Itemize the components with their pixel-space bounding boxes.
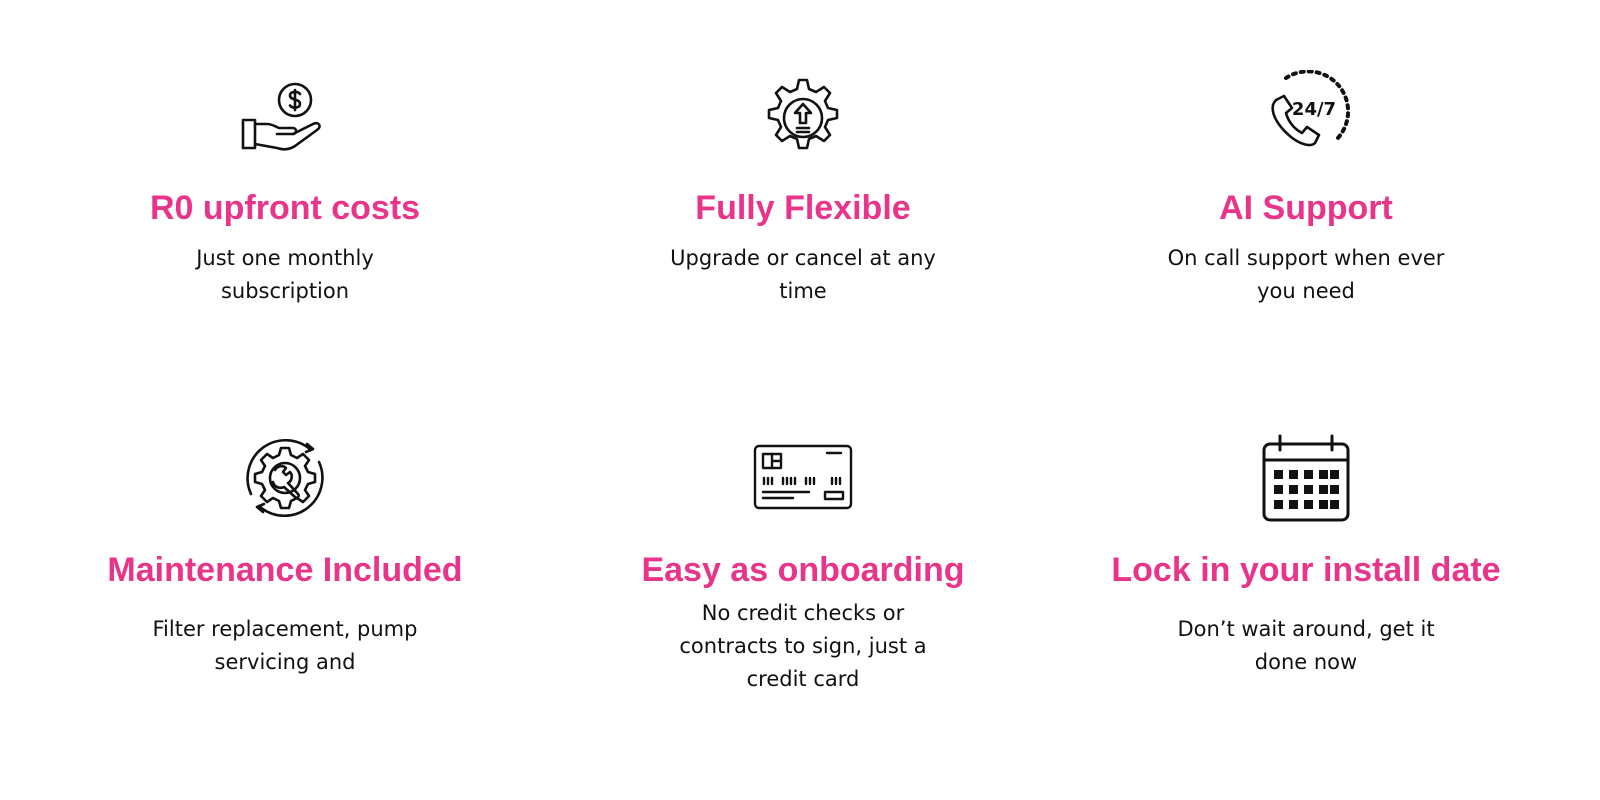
feature-description: Just one monthly subscription [196, 246, 374, 303]
feature-title: R0 upfront costs [149, 189, 421, 227]
gear-upgrade-icon [755, 70, 851, 166]
phone-24-7-icon: 24/7 [1258, 70, 1354, 166]
feature-title: Easy as onboarding [641, 551, 965, 589]
feature-description: Filter replacement, pump servicing and [152, 617, 418, 674]
feature-title: AI Support [1219, 189, 1393, 227]
feature-description: Don’t wait around, get it done now [1177, 617, 1435, 674]
maintenance-gear-wrench-icon [237, 430, 333, 526]
feature-title: Maintenance Included [107, 551, 463, 589]
feature-title: Fully Flexible [695, 189, 911, 227]
feature-description: Upgrade or cancel at any time [670, 246, 936, 303]
calendar-icon [1258, 430, 1354, 526]
icon-24-7-label: 24/7 [1292, 99, 1336, 120]
credit-card-icon [751, 438, 855, 518]
feature-description: No credit checks or contracts to sign, j… [679, 601, 927, 691]
money-hand-icon [237, 70, 333, 166]
feature-title: Lock in your install date [1111, 551, 1501, 589]
feature-description: On call support when ever you need [1167, 246, 1445, 303]
